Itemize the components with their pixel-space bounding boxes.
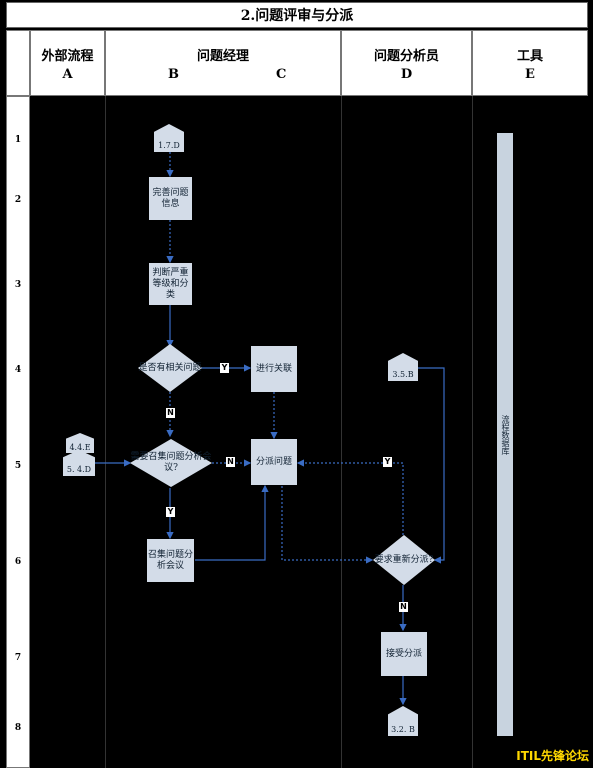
lane-header-d: 问题分析员 D [341, 30, 472, 96]
decision-need-meeting-label: 需要召集问题分析会议? [130, 452, 212, 473]
decision-need-meeting: 需要召集问题分析会议? [130, 439, 212, 487]
node-complete-info: 完善问题信息 [149, 177, 192, 220]
lane-a-label: 外部流程 [41, 49, 94, 64]
row-number: 8 [14, 723, 22, 733]
row-number: 4 [14, 365, 22, 375]
lane-d-letter: D [400, 67, 413, 82]
lane-e-label: 工具 [516, 49, 543, 64]
edge-convene-to-assign [195, 484, 269, 561]
row-number: 1 [14, 135, 22, 145]
lane-c-letter: C [276, 67, 287, 82]
lane-d-label: 问题分析员 [373, 49, 439, 64]
node-judge: 判断严重等级和分类 [149, 263, 192, 305]
label-no: N [399, 602, 408, 612]
row-header-corner [6, 30, 30, 96]
label-yes: Y [220, 363, 229, 373]
node-link: 进行关联 [251, 346, 297, 392]
label-yes: Y [383, 457, 392, 467]
lane-e-letter: E [525, 67, 535, 82]
tool-process-database: 流程数据库 [497, 133, 513, 736]
lane-divider [472, 96, 473, 768]
node-ref-44e: 4.4.E [66, 433, 94, 453]
lane-b-letter: B [168, 67, 179, 82]
label-no: N [166, 408, 175, 418]
decision-related: 是否有相关问题 [138, 344, 202, 392]
row-number: 2 [14, 195, 22, 205]
lane-divider [341, 96, 342, 768]
edge-reassign-to-assign [296, 459, 404, 535]
lane-header-bc: 问题经理 B C [105, 30, 341, 96]
node-accept: 接受分派 [381, 632, 427, 676]
row-number: 3 [14, 280, 22, 290]
lane-divider [105, 96, 106, 768]
watermark: ITIL先锋论坛 [516, 749, 589, 763]
node-convene: 召集问题分析会议 [147, 539, 194, 582]
lane-header-e: 工具 E [472, 30, 588, 96]
lane-bc-label: 问题经理 [196, 49, 249, 64]
edge-ref35b-to-reassign [418, 367, 445, 564]
lane-header-a: 外部流程 A [30, 30, 105, 96]
row-number: 6 [14, 557, 22, 567]
decision-reassign: 要求重新分派? [373, 535, 435, 585]
decision-reassign-label: 要求重新分派? [374, 554, 434, 565]
lane-a-letter: A [62, 67, 73, 82]
row-number: 7 [14, 653, 22, 663]
label-no: N [226, 457, 235, 467]
decision-related-label: 是否有相关问题 [138, 362, 202, 373]
label-yes: Y [166, 507, 175, 517]
edge-assign-to-reassign [281, 486, 374, 564]
row-number-bar: 1 2 3 4 5 6 7 8 [6, 96, 30, 768]
node-assign: 分派问题 [251, 439, 297, 485]
page-title: 2.问题评审与分派 [6, 2, 588, 28]
row-number: 5 [14, 461, 22, 471]
